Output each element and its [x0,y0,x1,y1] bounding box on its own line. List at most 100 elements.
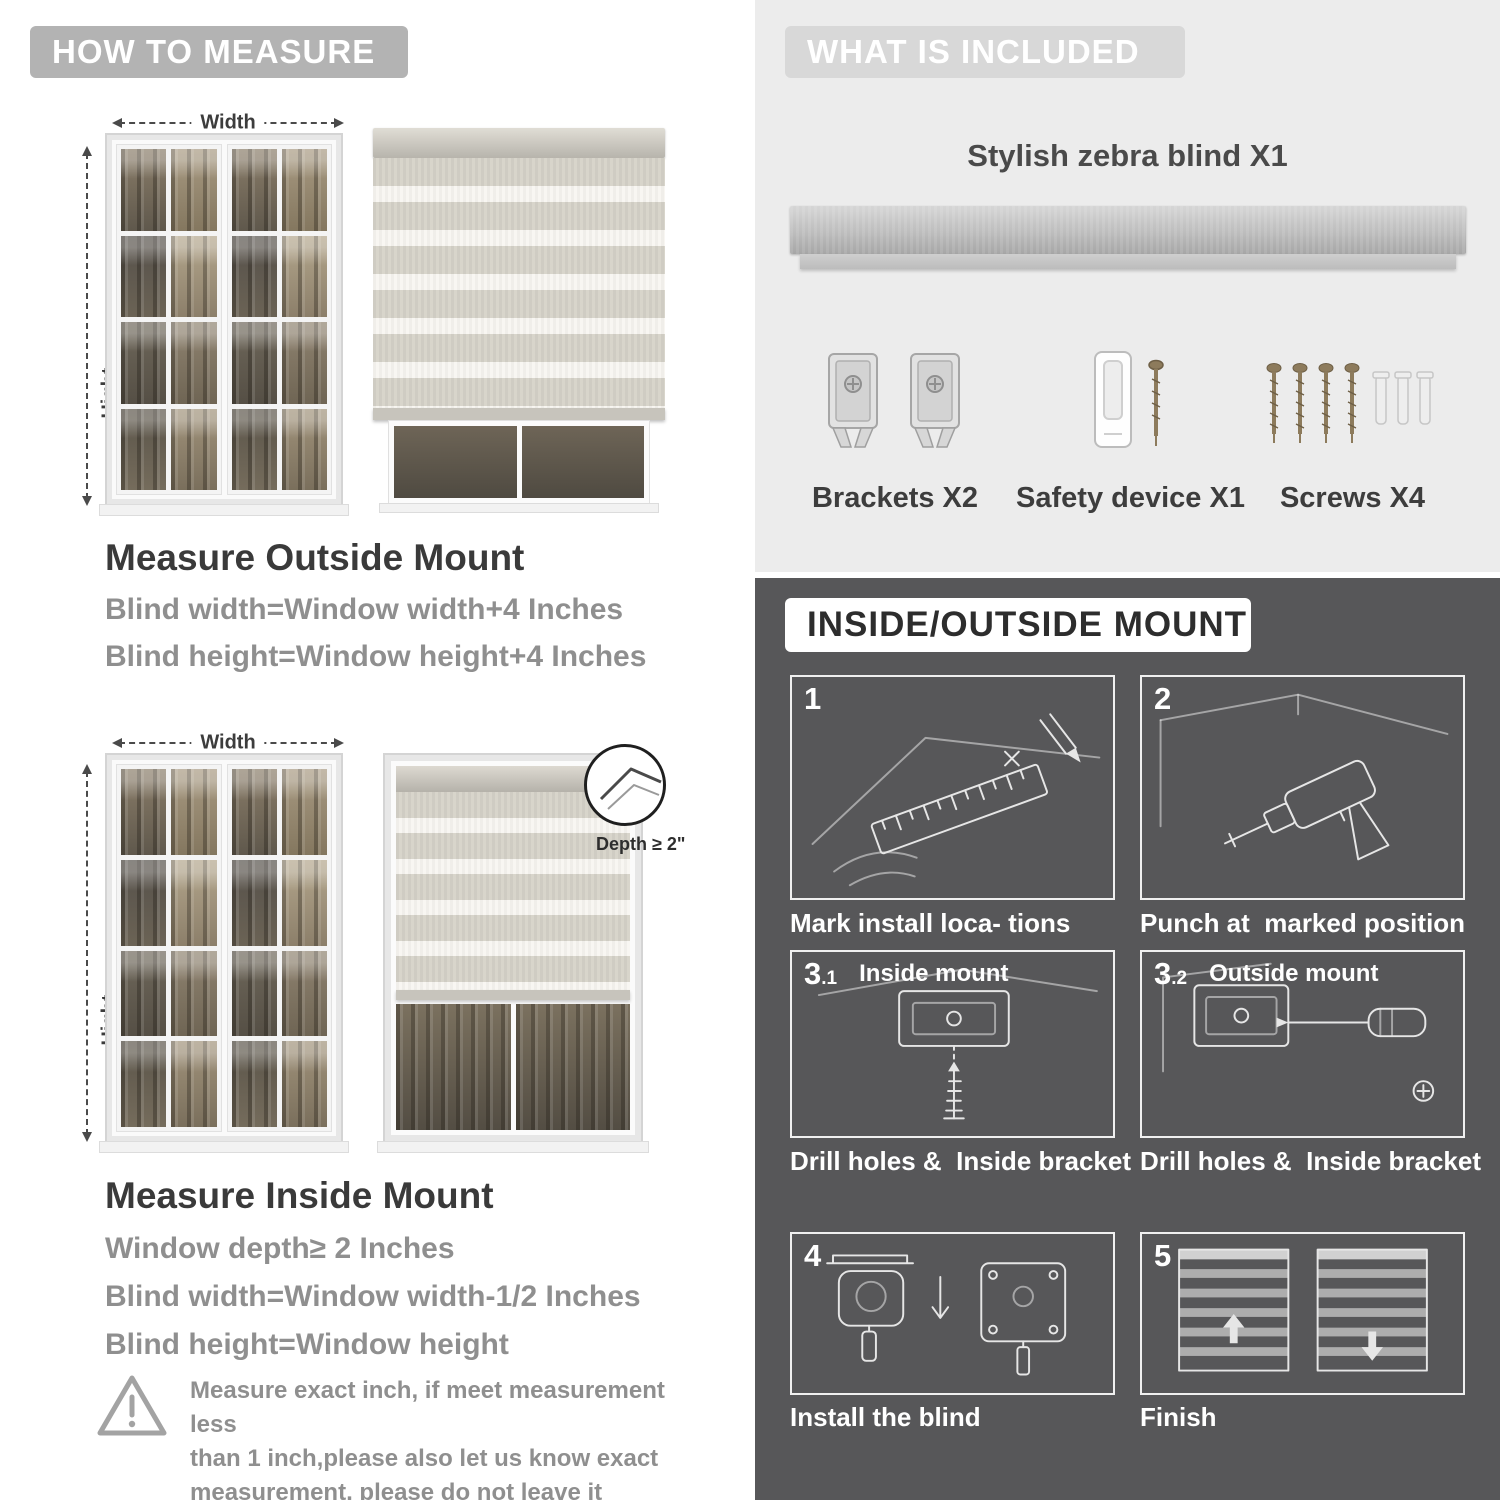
product-label: Stylish zebra blind X1 [967,138,1288,173]
inside-rule-height: Blind height=Window height [105,1328,509,1361]
window-pane [171,408,217,490]
window-pane [281,1041,327,1127]
outside-mount-title: Measure Outside Mount [105,537,525,578]
width-label: Width [191,731,265,755]
step-caption-4: Install the blind [790,1402,981,1432]
zebra-blind-headrail-image [790,206,1466,269]
window-pane [231,408,277,490]
window-panes-below-blind [396,1004,630,1130]
step-panel-3-2: 3.2 Outside mount [1140,950,1465,1138]
width-arrow-inside: Width [112,731,344,755]
window-illustration-outside [99,133,349,516]
blind-stripes [373,158,665,408]
step-caption-3-1: Drill holes & Inside bracket [790,1146,1131,1176]
window-pane [281,408,327,490]
drill-illustration [1159,693,1449,861]
outside-bracket-illustration [1162,962,1435,1102]
depth-callout-circle [584,744,666,826]
window-frame [391,761,635,1135]
window-pane [231,1041,277,1127]
step-panel-1: 1 [790,675,1115,900]
what-is-included-header: WHAT IS INCLUDED [785,26,1185,78]
step-number: 5 [1154,1238,1172,1273]
step-number: 3.2 Outside mount [1154,956,1379,991]
safety-device-label: Safety device X1 [1016,482,1245,514]
install-blind-illustration [826,1254,1067,1376]
step-sub-label: Outside mount [1209,960,1379,987]
height-dashed-line [86,771,88,1135]
how-to-measure-header: HOW TO MEASURE [30,26,408,78]
window-pane [121,950,167,1037]
brackets-label: Brackets X2 [811,482,979,514]
window-illustration-inside [99,753,349,1153]
window-pane [171,1041,217,1127]
window-pane [121,149,167,231]
window-pane [515,1004,630,1130]
step-caption-3-2: Drill holes & Inside bracket [1140,1146,1481,1176]
window-pane [121,235,167,317]
window-pane [231,322,277,404]
window-pane [171,950,217,1037]
window-pane [121,769,167,855]
height-arrow-inside: Hight [78,764,122,1142]
window-sill [379,503,659,513]
window-pane [121,859,167,946]
window-pane [171,235,217,317]
depth-label: Depth ≥ 2" [596,834,686,854]
inside-mount-title: Measure Inside Mount [105,1175,494,1216]
window-sash-right [226,764,332,1132]
what-is-included-section: WHAT IS INCLUDED Stylish zebra blind X1 [755,0,1500,572]
blind-cassette [373,128,665,158]
bracket-icon [828,353,878,448]
window-corner-zoom [599,767,662,810]
width-arrow-outside: Width [112,111,344,135]
headrail-lip [800,254,1456,269]
inside-rule-depth: Window depth≥ 2 Inches [105,1232,455,1265]
blind-stripes [396,792,630,990]
blind-bottom-rail [373,408,665,420]
window-pane [121,408,167,490]
step-panel-3-1: 3.1 Inside mount [790,950,1115,1138]
height-dashed-line [86,153,88,499]
outside-rule-width: Blind width=Window width+4 Inches [105,593,624,626]
outside-rule-height: Blind height=Window height+4 Inches [105,640,647,673]
window-sash-left [116,144,222,495]
window-pane [171,322,217,404]
window-pane [231,950,277,1037]
mark-locations-illustration [811,713,1101,887]
step-caption-5: Finish [1140,1402,1217,1432]
step-number: 1 [804,681,822,716]
zebra-blind-inside-illustration [377,753,649,1153]
window-sill [377,1141,649,1153]
window-sash-left [116,764,222,1132]
window-pane [231,859,277,946]
window-pane [281,769,327,855]
step-number: 3.1 Inside mount [804,956,1009,991]
window-pane [396,1004,511,1130]
zebra-blind-outside-illustration [373,128,665,513]
window-pane [281,859,327,946]
height-arrow-outside: Hight [78,146,122,506]
window-pane [121,1041,167,1127]
step-number: 4 [804,1238,822,1273]
window-pane [171,859,217,946]
window-frame [112,140,336,499]
safety-device-icon [1094,351,1164,448]
step-sub-label: Inside mount [859,960,1009,987]
step-panel-2: 2 [1140,675,1465,900]
window-pane [121,322,167,404]
blind-bottom-rail [396,990,630,1000]
window-sill [99,1141,349,1153]
window-pane [231,235,277,317]
step-number: 2 [1154,681,1172,716]
screws-and-anchors-icon [1266,363,1434,443]
width-label: Width [191,111,265,135]
headrail-bar [790,206,1466,254]
window-pane [231,769,277,855]
step-panel-4: 4 [790,1232,1115,1395]
screws-label: Screws X4 [1279,482,1426,514]
inside-bracket-illustration [817,968,1098,1120]
window-pane [521,426,644,498]
window-pane [281,950,327,1037]
